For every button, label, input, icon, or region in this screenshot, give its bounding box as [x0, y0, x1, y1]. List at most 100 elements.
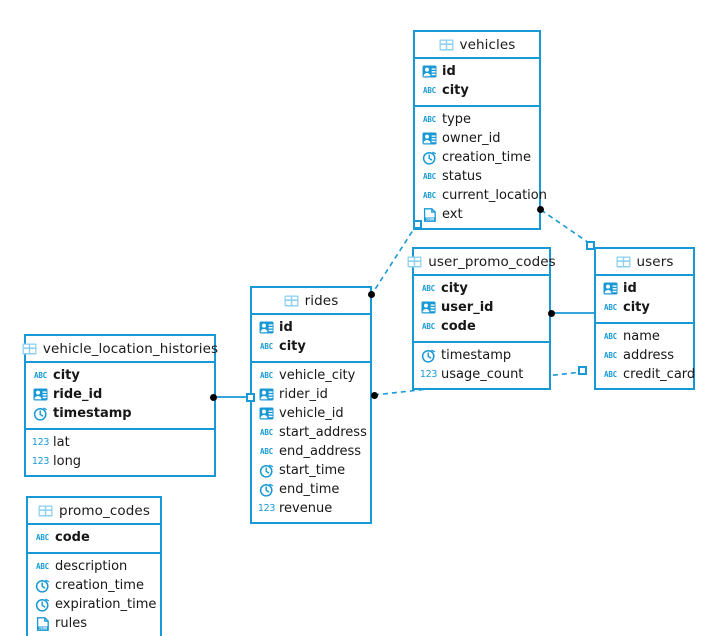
- abc-text-icon: ABC: [423, 191, 436, 200]
- field-row[interactable]: creation_time: [415, 148, 539, 167]
- table-header[interactable]: vehicles: [415, 32, 539, 59]
- clock-icon: [33, 406, 48, 421]
- field-row[interactable]: rider_id: [252, 385, 370, 404]
- link-vehicles-users: [540, 209, 593, 246]
- field-name: start_time: [279, 463, 346, 478]
- relationship-endpoint-square-vehicles-bottom: [413, 220, 422, 229]
- json-document-icon: JSON: [422, 207, 437, 222]
- field-row[interactable]: timestamp: [414, 346, 549, 365]
- field-row[interactable]: user_id: [414, 298, 549, 317]
- abc-text-icon: ABC: [604, 370, 617, 379]
- field-row[interactable]: id: [415, 62, 539, 81]
- field-row[interactable]: ABC name: [596, 327, 693, 346]
- clock-icon: [422, 150, 437, 165]
- clock-icon: [259, 463, 274, 478]
- abc-text-icon: ABC: [423, 86, 436, 95]
- field-name: timestamp: [441, 348, 512, 363]
- table-header[interactable]: vehicle_location_histories: [22, 336, 218, 363]
- 123-number-icon: 123: [31, 437, 50, 448]
- field-name: ext: [442, 207, 463, 222]
- field-name: id: [442, 64, 456, 79]
- relationship-endpoint-dot-rides-top: [368, 291, 375, 298]
- field-name: id: [623, 281, 637, 296]
- clock-icon: [259, 482, 274, 497]
- field-row[interactable]: owner_id: [415, 129, 539, 148]
- id-card-icon: [422, 64, 437, 79]
- table-grid-icon: [38, 503, 53, 518]
- id-card-icon: [259, 406, 274, 421]
- field-name: long: [53, 454, 82, 469]
- svg-text:JSON: JSON: [38, 626, 47, 630]
- field-row[interactable]: JSON ext: [415, 205, 539, 224]
- table-name: vehicles: [459, 36, 516, 53]
- abc-text-icon: ABC: [604, 303, 617, 312]
- field-row[interactable]: id: [596, 279, 693, 298]
- field-row[interactable]: timestamp: [26, 404, 214, 423]
- id-card-icon: [259, 320, 274, 335]
- table-name: vehicle_location_histories: [42, 340, 219, 357]
- abc-text-icon: ABC: [423, 172, 436, 181]
- field-name: city: [441, 281, 468, 296]
- field-row[interactable]: vehicle_id: [252, 404, 370, 423]
- abc-text-icon: ABC: [423, 115, 436, 124]
- field-row[interactable]: end_time: [252, 480, 370, 499]
- 123-number-icon: 123: [31, 456, 50, 467]
- field-row[interactable]: ABC current_location: [415, 186, 547, 205]
- field-name: vehicle_city: [279, 368, 356, 383]
- field-row[interactable]: ride_id: [26, 385, 214, 404]
- field-row[interactable]: start_time: [252, 461, 370, 480]
- field-row[interactable]: ABC type: [415, 110, 539, 129]
- field-row[interactable]: ABC vehicle_city: [252, 366, 370, 385]
- field-name: lat: [53, 435, 70, 450]
- field-row[interactable]: expiration_time: [28, 595, 160, 614]
- table-header[interactable]: rides: [252, 288, 370, 315]
- table-name: user_promo_codes: [428, 253, 556, 270]
- field-name: usage_count: [441, 367, 524, 382]
- field-name: name: [623, 329, 660, 344]
- field-row[interactable]: id: [252, 318, 370, 337]
- table-header[interactable]: user_promo_codes: [407, 249, 556, 276]
- abc-text-icon: ABC: [260, 371, 273, 380]
- field-row[interactable]: creation_time: [28, 576, 160, 595]
- field-name: type: [442, 112, 472, 127]
- field-name: current_location: [442, 188, 547, 203]
- id-card-icon: [422, 131, 437, 146]
- 123-number-icon: 123: [419, 369, 438, 380]
- field-name: rules: [55, 616, 87, 631]
- abc-text-icon: ABC: [604, 332, 617, 341]
- table-header[interactable]: promo_codes: [28, 498, 160, 525]
- field-row[interactable]: JSON rules: [28, 614, 160, 633]
- field-name: creation_time: [442, 150, 531, 165]
- table-header[interactable]: users: [596, 249, 693, 276]
